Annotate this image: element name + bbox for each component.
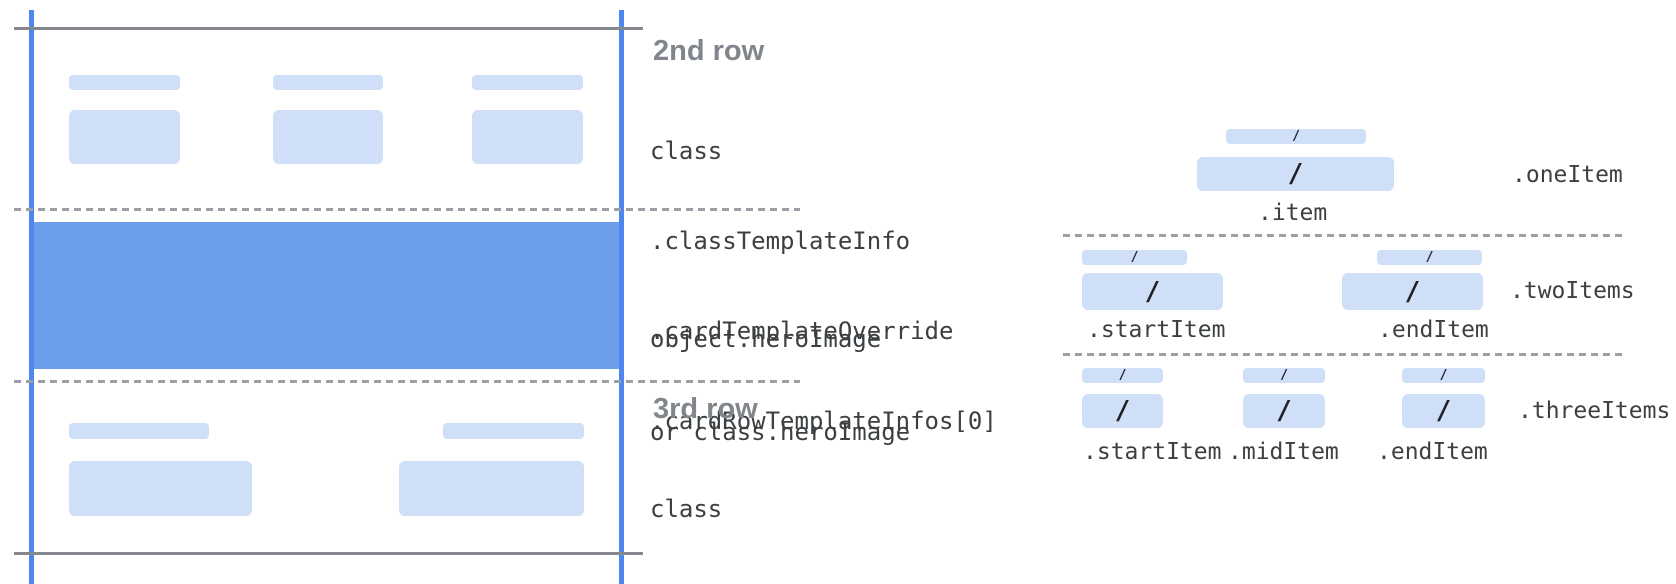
item-value-placeholder: /: [1243, 394, 1325, 428]
item-label-placeholder: /: [1226, 129, 1366, 144]
field-value-placeholder: [472, 110, 583, 164]
item-label-placeholder: /: [1082, 250, 1187, 265]
item-slash-icon: /: [1130, 250, 1139, 265]
row3-code-block: class .classTemplateInfo .cardTemplateOv…: [650, 434, 997, 584]
row-divider-dashed-bottom: [14, 380, 800, 383]
item-slash-icon: /: [1435, 396, 1452, 426]
right-guide-line: [619, 10, 624, 584]
row2-heading: 2nd row: [653, 35, 765, 67]
one-item-slot-label: .item: [1258, 200, 1328, 226]
field-label-placeholder: [273, 75, 383, 90]
item-value-placeholder: /: [1402, 394, 1485, 428]
code-line: object.heroImage: [650, 325, 882, 353]
code-line: .cardRowTemplateInfos[0]: [650, 407, 997, 435]
item-slash-icon: /: [1439, 368, 1448, 383]
code-line: class: [650, 495, 723, 523]
two-items-end-label: .endItem: [1378, 317, 1489, 343]
field-label-placeholder: [472, 75, 583, 90]
field-label-placeholder: [69, 75, 180, 90]
layout-divider-dashed: [1063, 234, 1623, 237]
one-item-layout-label: .oneItem: [1512, 162, 1623, 188]
field-value-placeholder: [273, 110, 383, 164]
hero-image-band: [34, 222, 619, 369]
item-label-placeholder: /: [1377, 250, 1482, 265]
three-items-end-label: .endItem: [1377, 439, 1488, 465]
three-items-start-label: .startItem: [1083, 439, 1222, 465]
row3-heading: 3rd row: [653, 393, 758, 425]
three-items-layout-label: .threeItems: [1518, 398, 1671, 424]
item-label-placeholder: /: [1402, 368, 1485, 383]
layout-divider-dashed: [1063, 353, 1623, 356]
item-slash-icon: /: [1118, 368, 1127, 383]
item-slash-icon: /: [1144, 276, 1161, 307]
field-value-placeholder: [69, 461, 252, 516]
code-line: class: [650, 137, 723, 165]
item-slash-icon: /: [1276, 396, 1292, 426]
item-slash-icon: /: [1425, 250, 1434, 265]
item-slash-icon: /: [1280, 368, 1288, 383]
item-slash-icon: /: [1404, 276, 1421, 307]
item-value-placeholder: /: [1342, 273, 1483, 310]
code-line: .cardTemplateOverride: [650, 317, 954, 345]
item-label-placeholder: /: [1243, 368, 1325, 383]
code-line: or class.heroImage: [650, 418, 911, 446]
field-label-placeholder: [69, 423, 209, 439]
hero-code-block: object.heroImage or class.heroImage: [650, 262, 910, 510]
bottom-boundary-line: [14, 552, 643, 555]
two-items-layout-label: .twoItems: [1510, 278, 1635, 304]
field-value-placeholder: [69, 110, 180, 164]
top-boundary-line: [14, 27, 643, 30]
item-label-placeholder: /: [1082, 368, 1163, 383]
code-line: .classTemplateInfo: [650, 227, 911, 255]
item-slash-icon: /: [1292, 129, 1300, 144]
field-label-placeholder: [443, 423, 584, 439]
row-divider-dashed-top: [14, 208, 800, 211]
left-guide-line: [29, 10, 34, 584]
two-items-start-label: .startItem: [1087, 317, 1226, 343]
item-slash-icon: /: [1114, 396, 1131, 426]
item-value-placeholder: /: [1082, 273, 1223, 310]
item-value-placeholder: /: [1197, 157, 1394, 191]
field-value-placeholder: [399, 461, 584, 516]
item-slash-icon: /: [1287, 159, 1304, 189]
three-items-mid-label: .midItem: [1228, 439, 1339, 465]
item-value-placeholder: /: [1082, 394, 1163, 428]
row2-code-block: class .classTemplateInfo .cardTemplateOv…: [650, 76, 997, 496]
